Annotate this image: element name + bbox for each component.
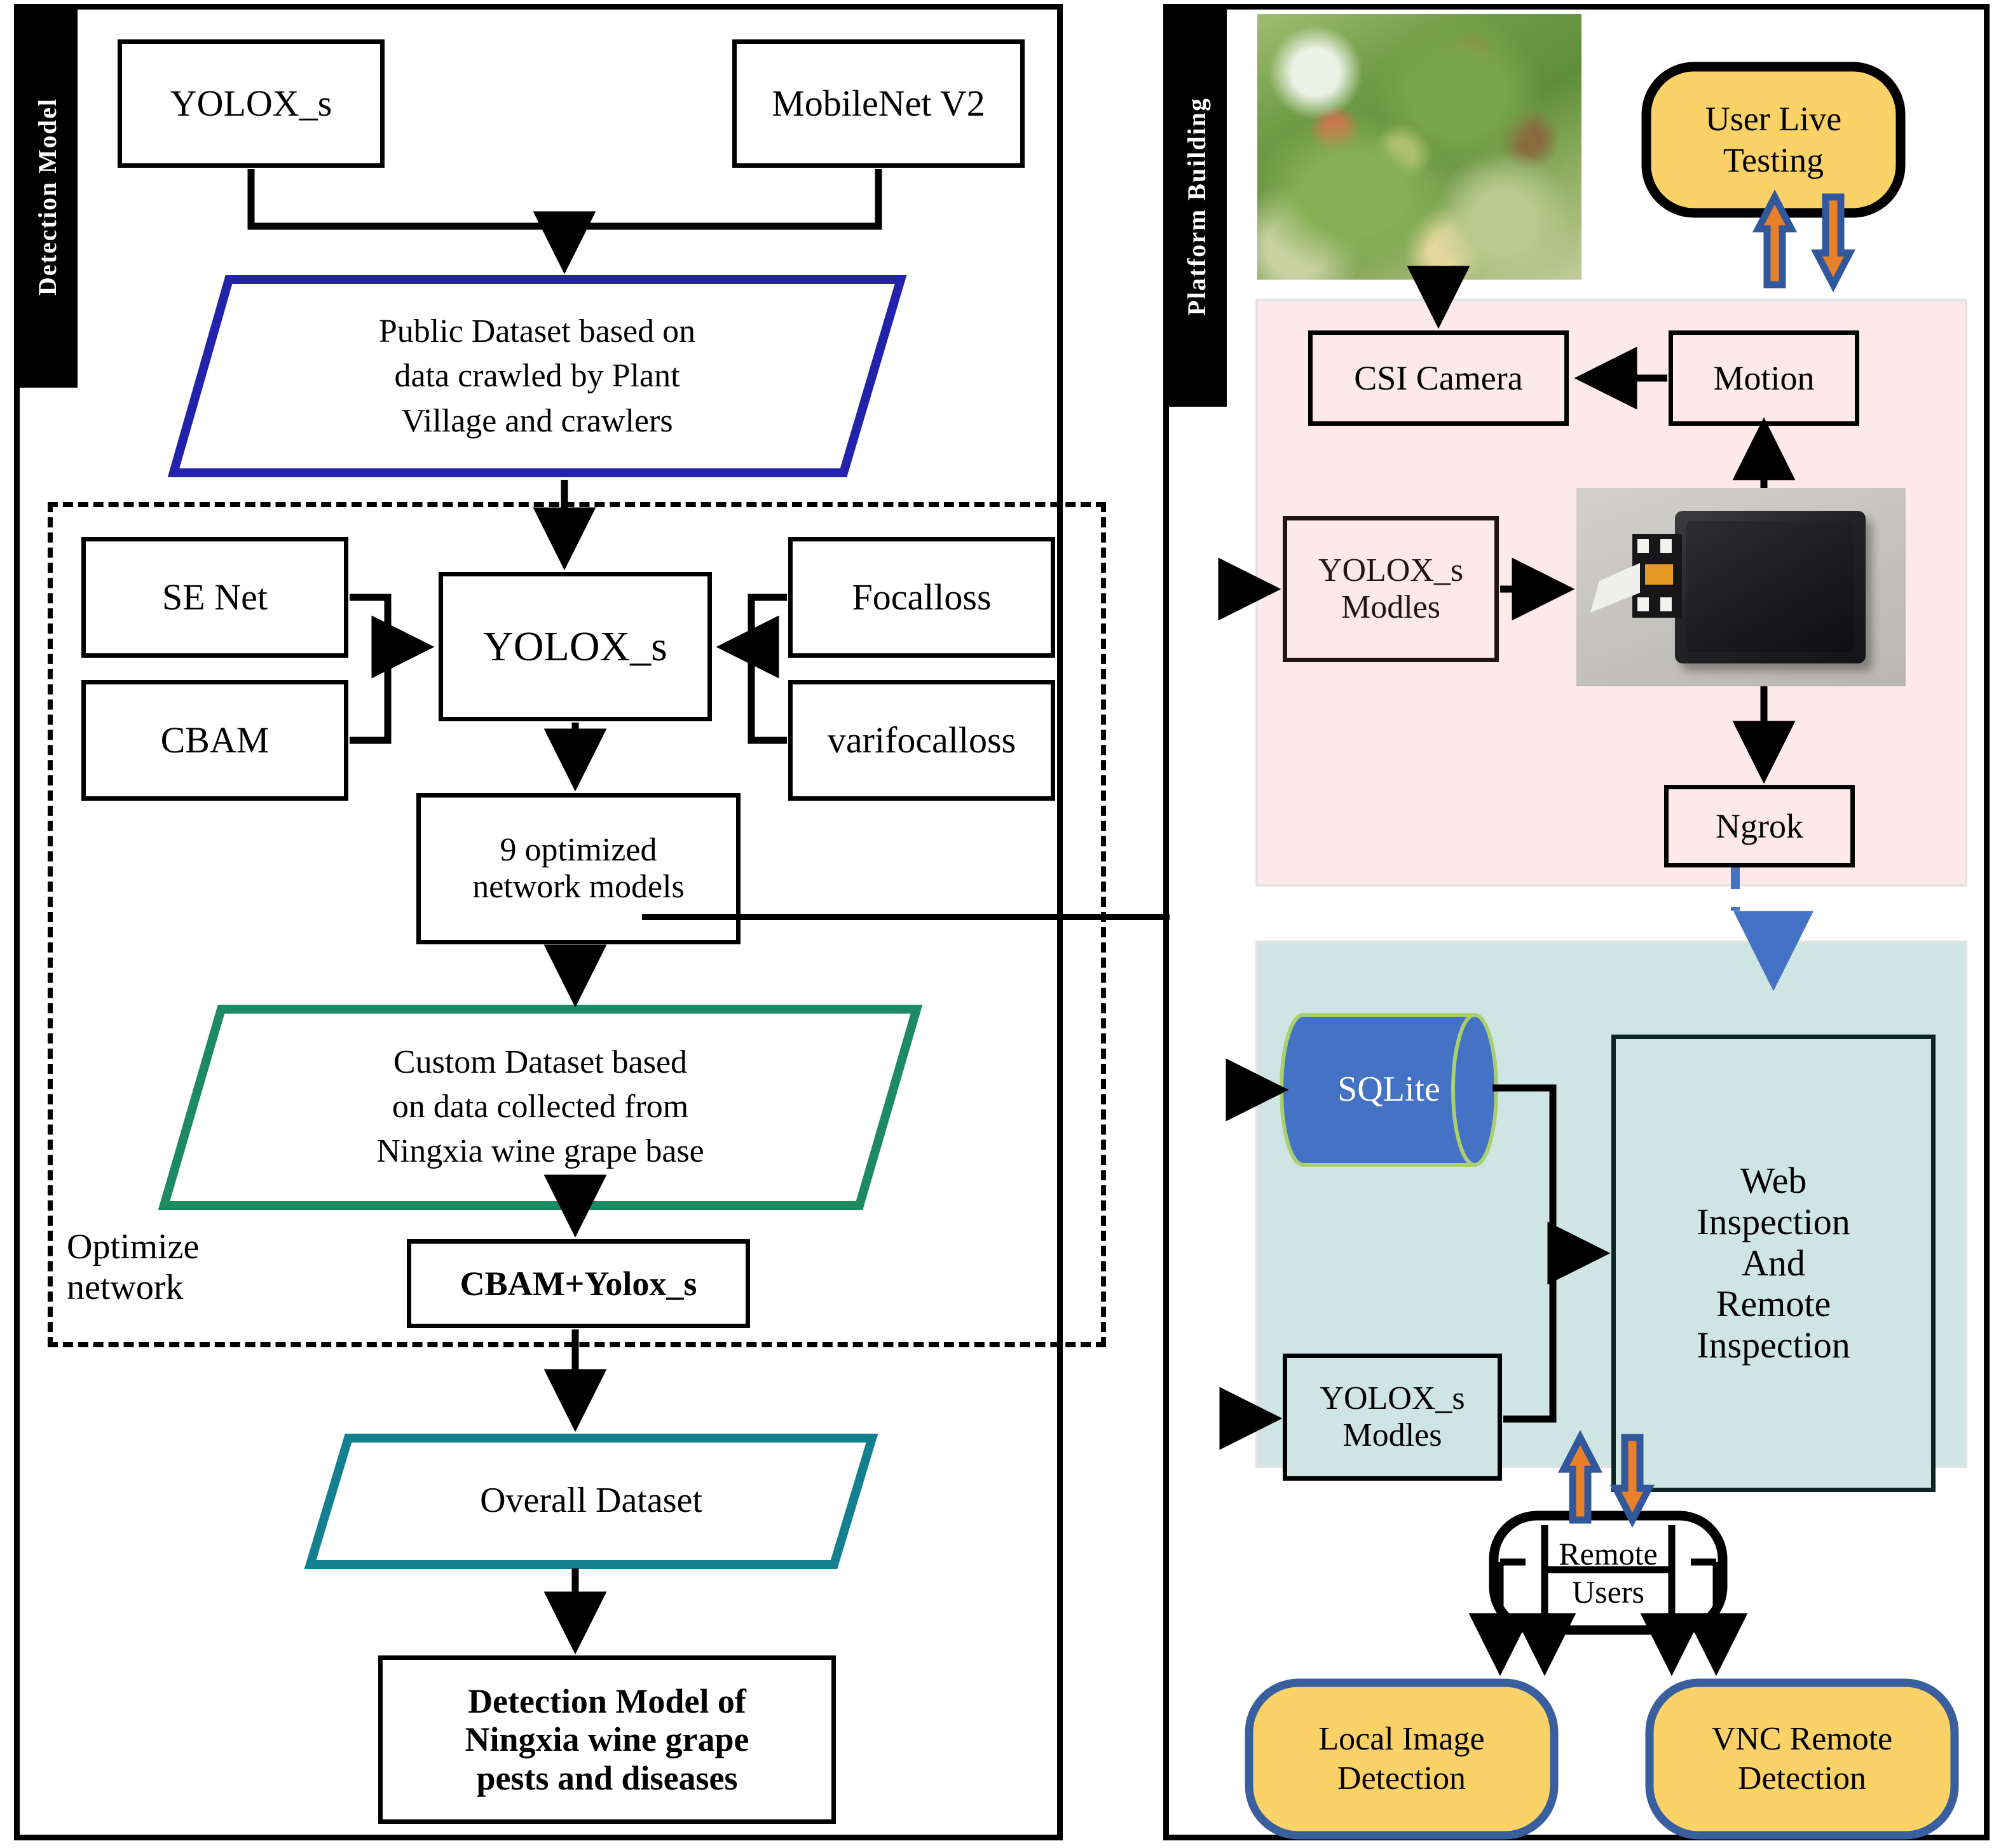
final-box-line-3: pests and diseases <box>476 1758 738 1797</box>
sqlite-node: SQLite <box>1284 1001 1494 1179</box>
box-varifocalloss-label: varifocalloss <box>827 719 1016 761</box>
optimized-models-line-1: 9 optimized <box>500 831 657 868</box>
box-cbam: CBAM <box>81 680 348 801</box>
box-motion: Motion <box>1669 330 1859 426</box>
box-ngrok: Ngrok <box>1664 785 1855 867</box>
web-inspection-line-3: And <box>1742 1242 1805 1284</box>
remote-users: Remote Users <box>1487 1509 1729 1636</box>
optimize-network-label-line-1: Optimize <box>67 1227 200 1267</box>
box-se-net: SE Net <box>81 537 348 658</box>
box-mobilenet-v2-label: MobileNet V2 <box>772 82 985 124</box>
web-inspection-line-4: Remote <box>1716 1283 1831 1325</box>
yolox-modles-bottom-line-1: YOLOX_s <box>1320 1380 1465 1417</box>
remote-users-line-1: Remote <box>1559 1536 1658 1572</box>
optimize-network-label-line-2: network <box>67 1268 184 1308</box>
custom-dataset-text: Custom Dataset based on data collected f… <box>181 1012 899 1202</box>
public-dataset-line-2: data crawled by Plant <box>394 358 680 395</box>
right-panel-title-strip: Platform Building <box>1166 6 1227 407</box>
jetson-nano-device-photo <box>1576 488 1906 686</box>
box-optimized-models: 9 optimized network models <box>416 793 741 944</box>
local-image-detection-shape <box>1245 1678 1559 1840</box>
box-motion-label: Motion <box>1713 358 1815 397</box>
box-final-detection-model: Detection Model of Ningxia wine grape pe… <box>378 1655 836 1824</box>
custom-dataset-line-2: on data collected from <box>392 1088 689 1125</box>
user-live-testing-line-1: User Live <box>1705 100 1842 139</box>
public-dataset-line-1: Public Dataset based on <box>378 313 696 350</box>
vnc-remote-detection-line-2: Detection <box>1737 1760 1867 1797</box>
box-csi-camera: CSI Camera <box>1308 330 1569 426</box>
overall-dataset-text: Overall Dataset <box>318 1437 864 1565</box>
custom-dataset-line-3: Ningxia wine grape base <box>376 1133 704 1170</box>
box-yolox-s-top-label: YOLOX_s <box>170 82 332 124</box>
vnc-remote-detection-shape <box>1645 1678 1959 1840</box>
web-inspection-line-1: Web <box>1740 1159 1807 1201</box>
sqlite-label: SQLite <box>1337 1070 1440 1110</box>
vnc-remote-detection-line-1: VNC Remote <box>1711 1720 1893 1757</box>
yolox-modles-top-line-2: Modles <box>1341 589 1440 625</box>
box-mobilenet-v2: MobileNet V2 <box>732 39 1025 168</box>
yolox-modles-top-line-1: YOLOX_s <box>1318 552 1464 588</box>
box-ngrok-label: Ngrok <box>1716 806 1803 845</box>
public-dataset-shape <box>167 275 907 477</box>
device-screen <box>1686 521 1853 652</box>
final-box-line-2: Ningxia wine grape <box>465 1720 749 1759</box>
web-inspection-line-5: Inspection <box>1697 1324 1850 1366</box>
remote-users-line-2: Users <box>1572 1574 1644 1610</box>
left-panel-title: Detection Model <box>32 98 62 296</box>
local-image-detection: Local Image Detection <box>1243 1676 1561 1842</box>
box-varifocalloss: varifocalloss <box>788 680 1055 801</box>
user-live-testing-line-2: Testing <box>1723 141 1824 179</box>
custom-dataset-line-1: Custom Dataset based <box>393 1043 688 1080</box>
device-connector-pin-4 <box>1660 597 1672 611</box>
final-box-line-1: Detection Model of <box>468 1682 746 1720</box>
right-panel-title: Platform Building <box>1182 97 1211 316</box>
box-yolox-modles-top: YOLOX_s Modles <box>1283 516 1499 662</box>
box-web-inspection: Web Inspection And Remote Inspection <box>1611 1035 1936 1492</box>
box-yolox-modles-bottom: YOLOX_s Modles <box>1283 1354 1502 1481</box>
box-se-net-label: SE Net <box>162 576 268 618</box>
box-cbam-plus-yolox: CBAM+Yolox_s <box>407 1239 750 1328</box>
yolox-modles-bottom-line-2: Modles <box>1342 1417 1442 1453</box>
custom-dataset-shape <box>158 1005 923 1210</box>
box-focalloss-label: Focalloss <box>852 576 992 618</box>
box-focalloss: Focalloss <box>788 537 1055 658</box>
device-connector-pin-3 <box>1637 597 1649 611</box>
box-yolox-s-center: YOLOX_s <box>439 572 712 721</box>
sqlite-cylinder-shape <box>1280 1013 1498 1167</box>
box-cbam-label: CBAM <box>160 719 270 761</box>
web-inspection-line-2: Inspection <box>1697 1200 1850 1242</box>
optimized-models-line-2: network models <box>472 869 685 905</box>
public-dataset-text: Public Dataset based on data crawled by … <box>191 283 884 470</box>
optimize-network-label: Optimize network <box>67 1226 277 1308</box>
box-yolox-s-center-label: YOLOX_s <box>483 623 667 670</box>
device-connector-chip <box>1645 564 1673 585</box>
box-csi-camera-label: CSI Camera <box>1354 358 1523 397</box>
local-image-detection-line-1: Local Image <box>1318 1720 1485 1757</box>
box-yolox-s-top: YOLOX_s <box>118 39 385 168</box>
grape-leaf-disease-photo <box>1257 14 1581 280</box>
overall-dataset-shape <box>304 1434 878 1569</box>
device-connector-pin-2 <box>1660 539 1672 553</box>
left-panel-title-strip: Detection Model <box>17 6 78 388</box>
box-cbam-plus-yolox-label: CBAM+Yolox_s <box>460 1264 697 1303</box>
overall-dataset-label: Overall Dataset <box>480 1481 702 1521</box>
user-live-testing: User Live Testing <box>1640 60 1907 219</box>
device-connector-pin-1 <box>1637 539 1649 553</box>
vnc-remote-detection: VNC Remote Detection <box>1643 1676 1961 1842</box>
public-dataset-line-3: Village and crawlers <box>401 402 673 439</box>
local-image-detection-line-2: Detection <box>1337 1760 1466 1797</box>
